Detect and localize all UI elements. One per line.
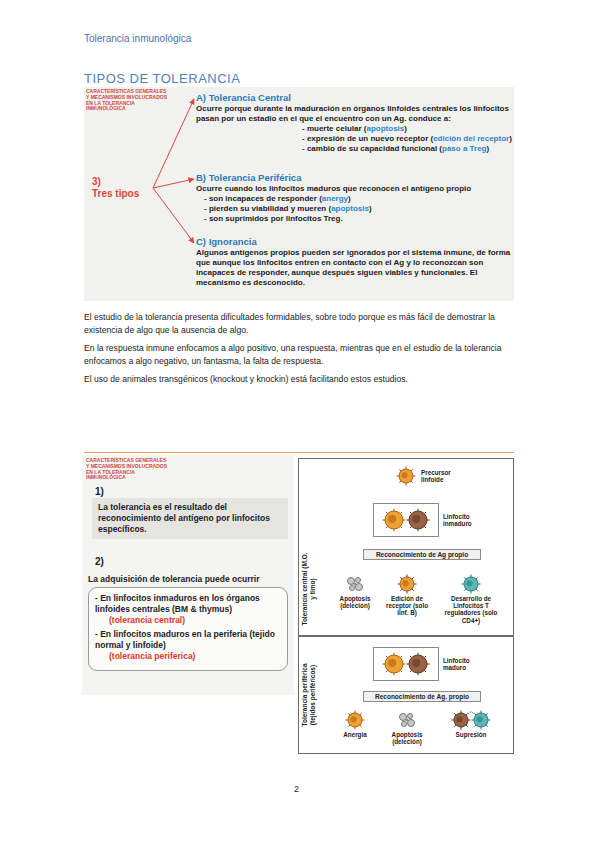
section-title: TIPOS DE TOLERANCIA xyxy=(84,71,240,86)
cell-stage: Apoptosis (deleción) xyxy=(333,573,377,609)
section-heading: A) Tolerancia Central xyxy=(196,92,514,103)
cell-stage: Apoptosis (deleción) xyxy=(383,709,431,745)
bullet-item: - muerte celular (apoptosis) xyxy=(302,124,514,134)
highlight-term: apoptosis xyxy=(366,124,404,133)
highlight-term: (tolerancia central) xyxy=(109,615,281,626)
cell-stage: Anergia xyxy=(333,709,377,738)
highlight-term: edición del receptor xyxy=(433,134,509,143)
callout-number: 2) xyxy=(95,556,115,567)
cell-label: Supresión xyxy=(456,731,487,738)
cell-illustration xyxy=(396,709,418,731)
cell-drawing xyxy=(344,709,366,731)
process-bar: Reconocimiento de Ag. propio xyxy=(363,691,481,702)
cell-label: Edición de receptor (solo linf. B) xyxy=(383,595,431,617)
type-arrow xyxy=(153,188,194,243)
list-item: - En linfocitos inmaduros en los órganos… xyxy=(95,593,281,615)
cell-stage: Linfocito inmaduro xyxy=(373,503,485,537)
body-paragraph: En la respuesta inmune enfocamos a algo … xyxy=(84,342,516,368)
cell-label: Desarrollo de Linfocitos T reguladores (… xyxy=(439,595,503,624)
type-heading-text: Tres tipos xyxy=(92,188,152,200)
body-paragraph: El estudio de la tolerancia presenta dif… xyxy=(84,311,516,337)
side-label: Tolerancia central (M.O. y timo) xyxy=(301,551,317,627)
highlight-term: anergy xyxy=(322,194,348,203)
bullet-item: - cambio de su capacidad funcional (paso… xyxy=(302,144,514,154)
type-heading-text: 3) xyxy=(92,176,152,188)
cell-illustration xyxy=(395,465,417,487)
cell-label: Linfocito maduro xyxy=(443,657,483,671)
cell-label: Anergia xyxy=(343,731,366,738)
list-item: - En linfocitos maduros en la periferia … xyxy=(95,629,281,651)
orange-rule xyxy=(84,452,514,453)
side-label: Tolerancia periférica (tejidos periféric… xyxy=(301,653,317,737)
cell-stage: Edición de receptor (solo linf. B) xyxy=(383,573,431,617)
section-body: Ocurre porque durante la maduración en ó… xyxy=(196,104,514,124)
rounded-box: - En linfocitos inmaduros en los órganos… xyxy=(88,587,288,671)
cell-drawing xyxy=(395,465,417,487)
bar-label: Reconocimiento de Ag. propio xyxy=(366,693,478,700)
type-arrow xyxy=(153,99,194,188)
stage-panel: Tolerancia central (M.O. y timo) Precurso… xyxy=(298,458,514,636)
process-bar: Reconocimiento de Ag propio xyxy=(363,549,481,560)
bullet-item: - expresión de un nuevo receptor (edició… xyxy=(302,134,514,144)
page-number: 2 xyxy=(294,784,306,794)
running-header: Tolerancia inmunológica xyxy=(84,33,384,44)
bullet-item: - son incapaces de responder (anergy) xyxy=(204,194,514,204)
cell-illustration xyxy=(344,709,366,731)
cell-illustration xyxy=(373,647,439,681)
text-section: A) Tolerancia CentralOcurre porque duran… xyxy=(196,92,514,154)
statement-heading: La adquisición de tolerancia puede ocurr… xyxy=(88,574,288,584)
callout-number: 1) xyxy=(95,486,115,497)
text-section: B) Tolerancia PeriféricaOcurre cuando lo… xyxy=(196,172,514,224)
section-body: Algunos antígenos propios pueden ser ign… xyxy=(196,248,514,288)
cell-drawing xyxy=(344,573,366,595)
cell-stage: Precursor linfoide xyxy=(395,465,475,487)
cell-label: Apoptosis (deleción) xyxy=(383,731,431,745)
cell-label: Apoptosis (deleción) xyxy=(333,595,377,609)
bullet-item: - son suprimidos por linfocitos Treg. xyxy=(204,214,514,224)
cell-drawing xyxy=(373,647,439,681)
cell-drawing xyxy=(396,573,418,595)
cell-illustration xyxy=(460,573,482,595)
type-heading: 3)Tres tipos xyxy=(92,176,152,200)
highlight-term: (tolerancia periferica) xyxy=(109,651,281,662)
body-paragraph: El uso de animales transgénicos (knockou… xyxy=(84,373,516,386)
cell-label: Precursor linfoide xyxy=(421,469,467,483)
bar-label: Reconocimiento de Ag propio xyxy=(366,551,478,558)
section-heading: B) Tolerancia Periférica xyxy=(196,172,514,183)
cell-stage: Supresión xyxy=(443,709,499,738)
section-body: Ocurre cuando los linfocitos maduros que… xyxy=(196,184,514,194)
figure-header: CARACTERÍSTICAS GENERALES Y MECANISMOS I… xyxy=(86,458,168,481)
cell-drawing xyxy=(460,573,482,595)
highlight-term: paso a Treg xyxy=(442,144,486,153)
type-arrow xyxy=(153,179,194,188)
statement-text: La tolerancia es el resultado del recono… xyxy=(98,502,282,535)
figure-header: CARACTERÍSTICAS GENERALES Y MECANISMOS I… xyxy=(86,89,168,112)
cell-illustration xyxy=(373,503,439,537)
text-section: C) IgnoranciaAlgunos antígenos propios p… xyxy=(196,236,514,288)
cell-stage: Desarrollo de Linfocitos T reguladores (… xyxy=(439,573,503,624)
cell-drawing xyxy=(373,503,439,537)
cell-stage: Linfocito maduro xyxy=(373,647,485,681)
statement-box: La adquisición de tolerancia puede ocurr… xyxy=(84,570,292,675)
cell-drawing xyxy=(451,709,491,731)
stage-panel: Tolerancia periférica (tejidos periféric… xyxy=(298,636,514,754)
section-heading: C) Ignorancia xyxy=(196,236,514,247)
highlight-term: apoptosis xyxy=(331,204,369,213)
cell-label: Linfocito inmaduro xyxy=(443,513,483,527)
bullet-item: - pierden su viabilidad y mueren (apopto… xyxy=(204,204,514,214)
cell-illustration xyxy=(344,573,366,595)
cell-illustration xyxy=(396,573,418,595)
cell-illustration xyxy=(451,709,491,731)
statement-box: La tolerancia es el resultado del recono… xyxy=(92,498,288,539)
cell-drawing xyxy=(396,709,418,731)
